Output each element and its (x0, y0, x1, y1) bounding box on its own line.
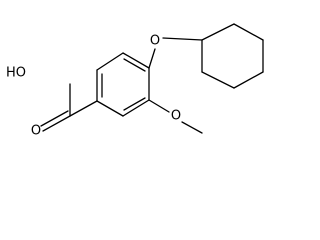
methoxy-group: O (148, 99, 203, 134)
bond-ring-to-carboxyl-carbon (69, 100, 98, 117)
bond-methoxy-oxygen-to-methyl (181, 121, 203, 134)
bond-ring-to-ether-oxygen (148, 48, 156, 69)
ring-bond-c4-c5 (122, 99, 150, 117)
ether-oxygen-cyclohexyl-label: O (150, 34, 160, 49)
ring-double-bond-c4-c5 (123, 97, 146, 111)
ether-oxygen-methoxy-label: O (171, 109, 181, 124)
bond-ring-to-methoxy-oxygen (148, 99, 170, 113)
cyclohexane-bond-5 (201, 71, 235, 89)
hydroxyl-label: HO (6, 66, 26, 81)
bond-ether-oxygen-to-cyclohexyl (162, 37, 203, 41)
ring-bond-c1-c2 (96, 52, 124, 71)
bond-carbonyl-double-a (42, 115, 71, 132)
structural-formula: HO O O O (6, 23, 264, 139)
cyclohexyloxy-group: O (148, 23, 264, 89)
carboxylic-acid-group: HO O (6, 66, 98, 139)
cyclohexane-ring (201, 23, 264, 89)
ring-bond-c5-c6 (96, 100, 124, 117)
cyclohexane-bond-4 (233, 71, 264, 89)
ring-bond-c2-c3 (122, 52, 150, 69)
bond-carbonyl-double-b (40, 110, 69, 127)
carbonyl-oxygen-label: O (31, 124, 41, 139)
cyclohexane-bond-1 (201, 23, 235, 41)
ring-double-bond-c2-c3 (123, 58, 146, 72)
benzene-ring (96, 52, 150, 117)
cyclohexane-bond-2 (233, 23, 264, 41)
